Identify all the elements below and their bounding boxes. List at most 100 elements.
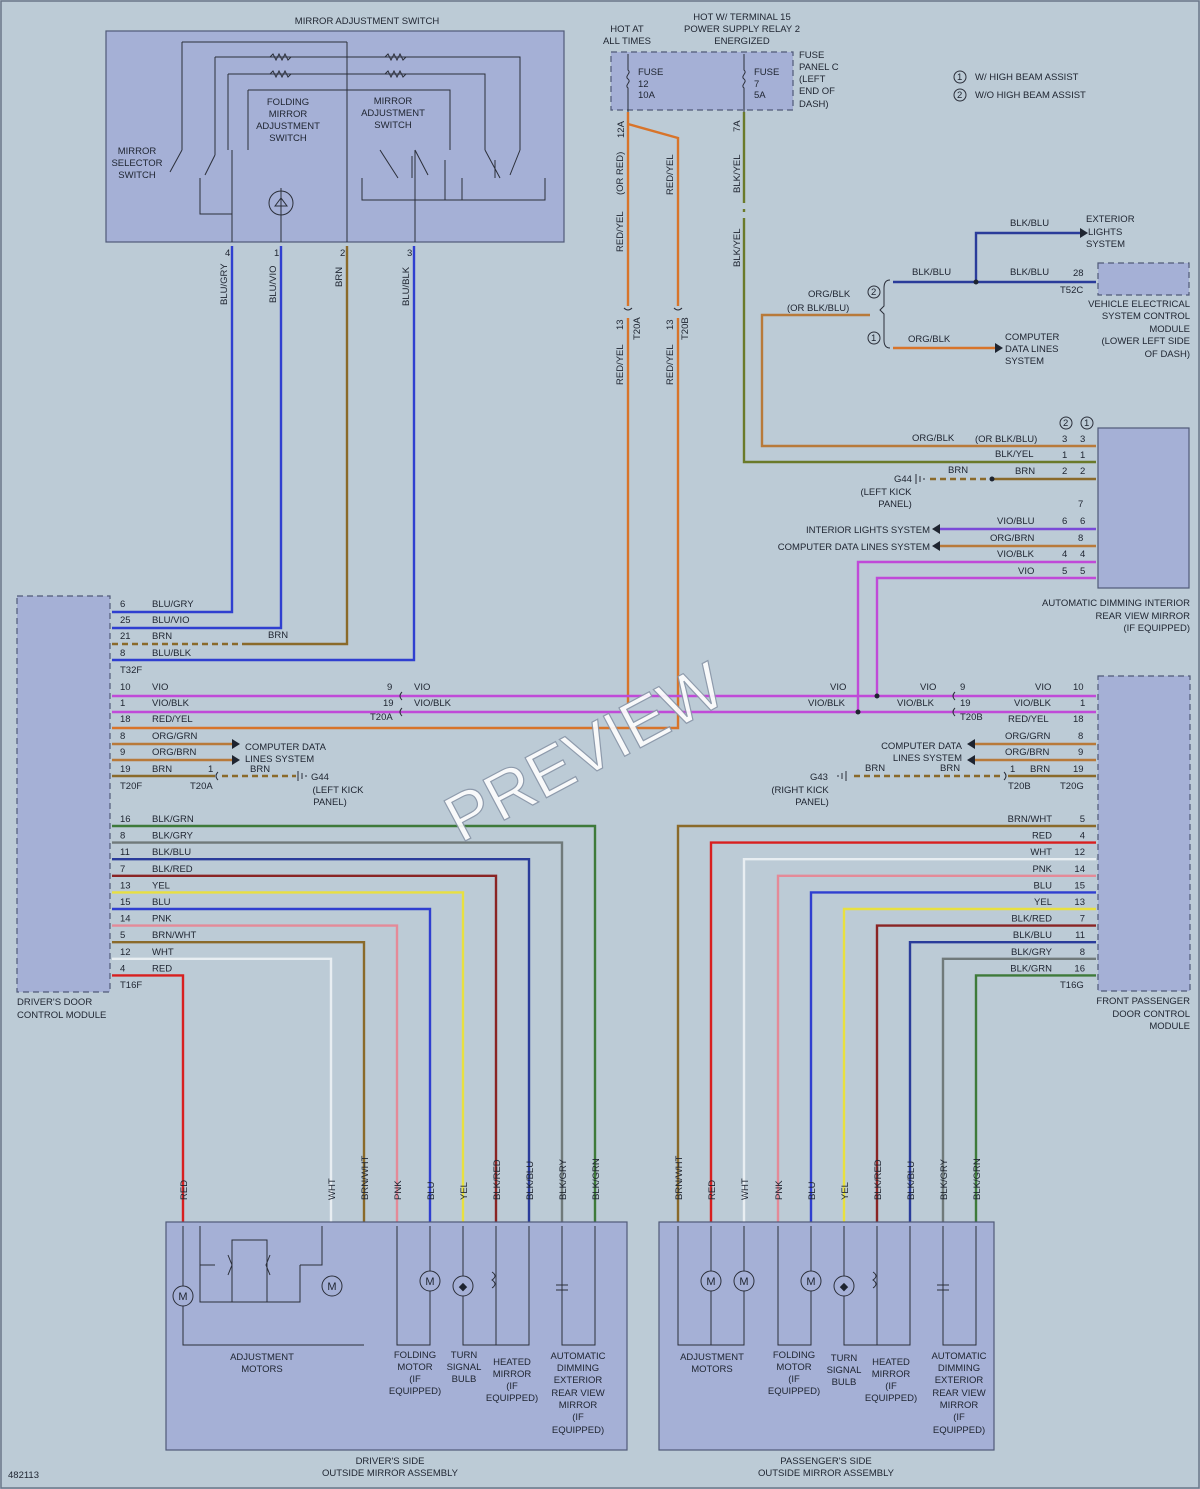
svg-text:(IF: (IF bbox=[409, 1374, 421, 1385]
svg-text:DOOR CONTROL: DOOR CONTROL bbox=[1112, 1009, 1190, 1020]
svg-text:1: 1 bbox=[957, 72, 962, 83]
ddcm-wire-yel bbox=[112, 891, 465, 1222]
wire-label: BLU/VIO bbox=[268, 266, 279, 304]
svg-text:W/O HIGH BEAM ASSIST: W/O HIGH BEAM ASSIST bbox=[975, 90, 1086, 101]
svg-text:MOTOR: MOTOR bbox=[397, 1362, 432, 1373]
wire-label: ORG/BLK bbox=[912, 433, 955, 444]
svg-text:ADJUSTMENT: ADJUSTMENT bbox=[361, 108, 425, 119]
pin-label: 25 bbox=[120, 615, 131, 626]
svg-text:OF DASH): OF DASH) bbox=[1145, 349, 1190, 360]
svg-text:MIRROR: MIRROR bbox=[940, 1400, 979, 1411]
svg-text:END OF: END OF bbox=[799, 86, 835, 97]
svg-text:DRIVER'S DOOR: DRIVER'S DOOR bbox=[17, 997, 92, 1008]
wire-label: BLK/BLU bbox=[152, 847, 191, 858]
wire-label: RED bbox=[152, 963, 172, 974]
wire-label: PNK bbox=[152, 914, 172, 925]
pin-label: 8 bbox=[1078, 731, 1083, 742]
motor-icon: M bbox=[321, 1275, 343, 1297]
legend: 1 W/ HIGH BEAM ASSIST 2 W/O HIGH BEAM AS… bbox=[953, 70, 1086, 102]
svg-text:BULB: BULB bbox=[452, 1374, 477, 1385]
svg-text:FUSE: FUSE bbox=[638, 67, 663, 78]
wire-label: VIO/BLU bbox=[997, 516, 1035, 527]
fuse-panel-c bbox=[610, 51, 794, 111]
svg-text:(LEFT KICK: (LEFT KICK bbox=[860, 487, 912, 498]
connector-label: T20B bbox=[680, 317, 691, 340]
svg-text:◆: ◆ bbox=[459, 1281, 468, 1293]
svg-text:MIRROR: MIRROR bbox=[374, 96, 413, 107]
pin-label: 12 bbox=[1074, 847, 1085, 858]
svg-text:EQUIPPED): EQUIPPED) bbox=[933, 1425, 985, 1436]
svg-text:SYSTEM CONTROL: SYSTEM CONTROL bbox=[1102, 311, 1190, 322]
svg-text:(IF EQUIPPED): (IF EQUIPPED) bbox=[1123, 623, 1190, 634]
svg-text:M: M bbox=[425, 1276, 434, 1288]
ground-label: G43 bbox=[810, 772, 828, 783]
svg-text:HOT W/ TERMINAL 15: HOT W/ TERMINAL 15 bbox=[693, 12, 790, 23]
ddcm-wire-red bbox=[112, 974, 185, 1222]
wire-label: BRN bbox=[865, 763, 885, 774]
wire-blu-vio bbox=[112, 246, 283, 630]
svg-text:SYSTEM: SYSTEM bbox=[1005, 356, 1044, 367]
pin-label: 1 bbox=[1080, 698, 1085, 709]
svg-text:(LEFT KICK: (LEFT KICK bbox=[312, 785, 364, 796]
wire-label: BLK/BLU bbox=[525, 1161, 536, 1200]
svg-text:EQUIPPED): EQUIPPED) bbox=[552, 1425, 604, 1436]
pin-label: 14 bbox=[120, 914, 131, 925]
fpdcm-wire-yel bbox=[842, 907, 1096, 1222]
wire-label: BRN bbox=[152, 631, 172, 642]
wire-label: BLK/YEL bbox=[732, 228, 743, 267]
svg-text:FOLDING: FOLDING bbox=[267, 97, 309, 108]
pin-label: 13 bbox=[665, 319, 676, 330]
pin-label: 3 bbox=[1062, 434, 1067, 445]
pin-label: 19 bbox=[383, 698, 394, 709]
pin-label: 10 bbox=[1073, 682, 1084, 693]
svg-text:ADJUSTMENT: ADJUSTMENT bbox=[680, 1352, 744, 1363]
svg-text:(IF: (IF bbox=[788, 1374, 800, 1385]
svg-text:DATA LINES: DATA LINES bbox=[1005, 344, 1059, 355]
fpdcm-wire-blk-red bbox=[875, 924, 1096, 1222]
wire-label: BLK/GRN bbox=[591, 1158, 602, 1200]
svg-text:SWITCH: SWITCH bbox=[118, 170, 156, 181]
wire-label: BLK/BLU bbox=[1010, 218, 1049, 229]
ddcm-wire-blk-gry bbox=[112, 841, 564, 1222]
wire-label: BRN/WHT bbox=[360, 1155, 371, 1200]
svg-text:MIRROR: MIRROR bbox=[872, 1369, 911, 1380]
svg-text:W/ HIGH BEAM ASSIST: W/ HIGH BEAM ASSIST bbox=[975, 72, 1079, 83]
wire-label: BLK/GRN bbox=[972, 1158, 983, 1200]
fpdcm-label: FRONT PASSENGER DOOR CONTROL MODULE bbox=[1096, 996, 1190, 1032]
wire-label: BRN bbox=[268, 630, 288, 641]
wire-label: VIO/BLK bbox=[808, 698, 846, 709]
pin-label: 13 bbox=[1074, 897, 1085, 908]
svg-text:DIMMING: DIMMING bbox=[557, 1363, 599, 1374]
svg-text:2: 2 bbox=[957, 90, 962, 101]
wire-label: (OR BLK/BLU) bbox=[975, 434, 1037, 445]
connector-label: T20G bbox=[1060, 781, 1084, 792]
pin-label: 2 bbox=[1062, 466, 1067, 477]
wire-blk-yel bbox=[742, 112, 1096, 464]
pin-label: 9 bbox=[387, 682, 392, 693]
pin-label: 7A bbox=[732, 120, 743, 132]
pin-label: 15 bbox=[1074, 880, 1085, 891]
heated-mirror-label-pass: HEATED MIRROR (IF EQUIPPED) bbox=[865, 1357, 917, 1404]
svg-text:(LOWER LEFT SIDE: (LOWER LEFT SIDE bbox=[1101, 336, 1190, 347]
wire-label: BLK/YEL bbox=[732, 154, 743, 193]
hot-terminal-15-label: HOT W/ TERMINAL 15 POWER SUPPLY RELAY 2 … bbox=[684, 12, 800, 47]
svg-text:DASH): DASH) bbox=[799, 99, 829, 110]
pin-label: 7 bbox=[1080, 914, 1085, 925]
bulb-icon: ◆ bbox=[833, 1275, 855, 1297]
svg-text:LINES SYSTEM: LINES SYSTEM bbox=[893, 753, 962, 764]
pin-label: 13 bbox=[615, 319, 626, 330]
svg-text:SIGNAL: SIGNAL bbox=[447, 1362, 482, 1373]
wire-label: ORG/GRN bbox=[152, 731, 198, 742]
pin-label: 1 bbox=[1062, 450, 1067, 461]
pin-label: 19 bbox=[960, 698, 971, 709]
pin-label: 4 bbox=[1080, 549, 1085, 560]
figure-number: 482113 bbox=[8, 1470, 39, 1481]
pin-label: 6 bbox=[1062, 516, 1067, 527]
ddcm-wire-blk-red bbox=[112, 874, 498, 1222]
svg-text:REAR VIEW: REAR VIEW bbox=[551, 1388, 604, 1399]
pin-label: 1 bbox=[1080, 450, 1085, 461]
computer-data-lines-label-int: COMPUTER DATA LINES SYSTEM bbox=[778, 542, 930, 553]
fpdcm-wire-brn-wht bbox=[676, 824, 1096, 1222]
